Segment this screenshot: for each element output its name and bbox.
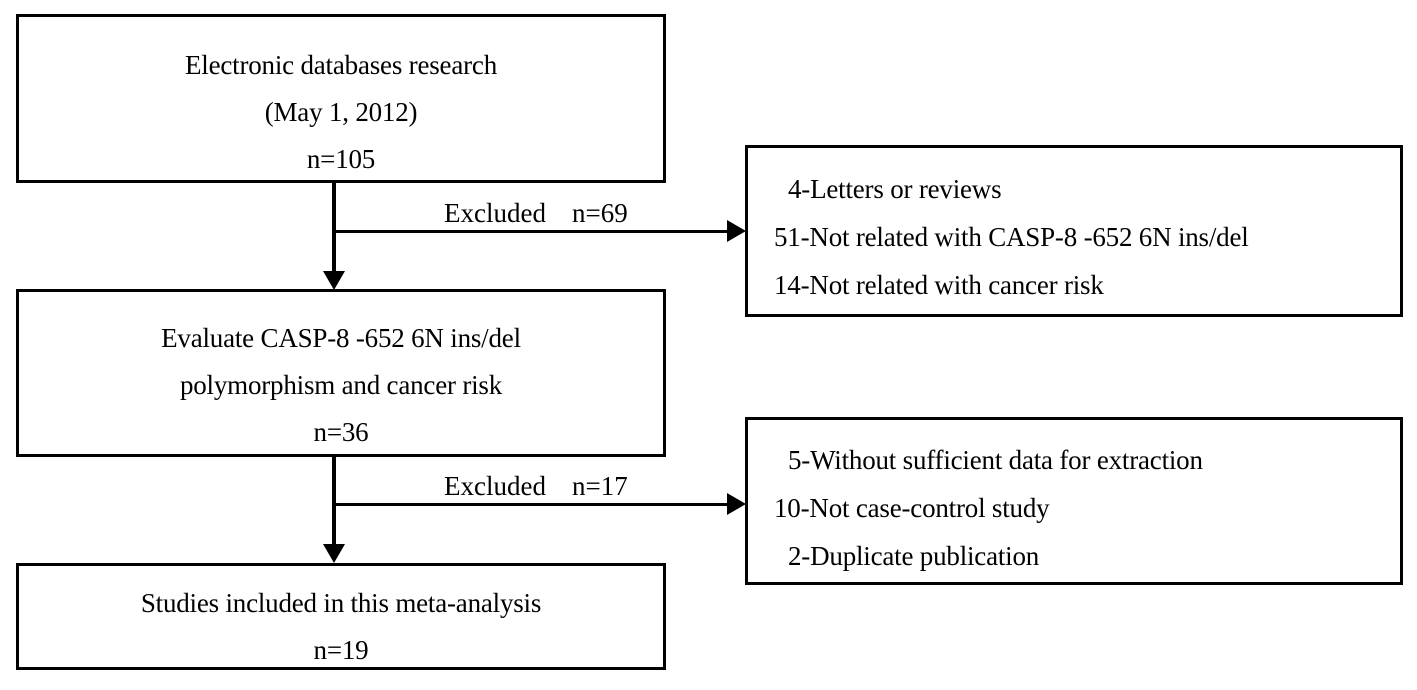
arrow-down-box2-to-box3 (323, 544, 345, 563)
node-eligible-studies-line-1: Evaluate CASP-8 -652 6N ins/del (161, 323, 521, 353)
node-exclusions-stage2-line-3: 2-Duplicate publication (788, 541, 1040, 571)
node-records-identified-line-1: Electronic databases research (184, 50, 498, 80)
connector-exclusion-2 (336, 503, 732, 506)
node-eligible-studies: Evaluate CASP-8 -652 6N ins/del polymorp… (16, 289, 666, 457)
edge-label-exclusion-1: Excluded n=69 (444, 198, 628, 228)
edge-label-exclusion-1-count: n=69 (571, 198, 628, 228)
connector-box2-to-box3 (332, 457, 336, 546)
node-included-studies: Studies included in this meta-analysis n… (16, 563, 666, 670)
node-included-studies-count: n=19 (313, 635, 369, 665)
node-records-identified: Electronic databases research (May 1, 20… (16, 14, 666, 183)
node-records-identified-line-2: (May 1, 2012) (264, 97, 418, 127)
node-exclusions-stage1-line-3: 14-Not related with cancer risk (774, 270, 1104, 300)
node-exclusions-stage1-line-2: 51-Not related with CASP-8 -652 6N ins/d… (774, 222, 1249, 252)
node-exclusions-stage2: 5-Without sufficient data for extraction… (745, 417, 1403, 585)
node-exclusions-stage1: 4-Letters or reviews 51-Not related with… (745, 145, 1403, 317)
connector-exclusion-1 (336, 230, 732, 233)
edge-label-exclusion-1-word: Excluded (444, 198, 546, 228)
edge-label-exclusion-2-count: n=17 (571, 471, 628, 501)
node-eligible-studies-count: n=36 (313, 417, 369, 447)
node-exclusions-stage1-line-1: 4-Letters or reviews (788, 174, 1002, 204)
node-included-studies-line-1: Studies included in this meta-analysis (140, 588, 542, 618)
connector-box1-to-box2 (332, 183, 336, 273)
node-exclusions-stage2-line-1: 5-Without sufficient data for extraction (788, 445, 1203, 475)
edge-label-exclusion-2-word: Excluded (444, 471, 546, 501)
node-records-identified-count: n=105 (306, 144, 376, 174)
arrow-down-box1-to-box2 (323, 271, 345, 290)
node-exclusions-stage2-line-2: 10-Not case-control study (774, 493, 1050, 523)
node-eligible-studies-line-2: polymorphism and cancer risk (179, 370, 503, 400)
arrow-right-exclusion-2 (727, 493, 746, 515)
edge-label-exclusion-2: Excluded n=17 (444, 471, 628, 501)
arrow-right-exclusion-1 (727, 220, 746, 242)
